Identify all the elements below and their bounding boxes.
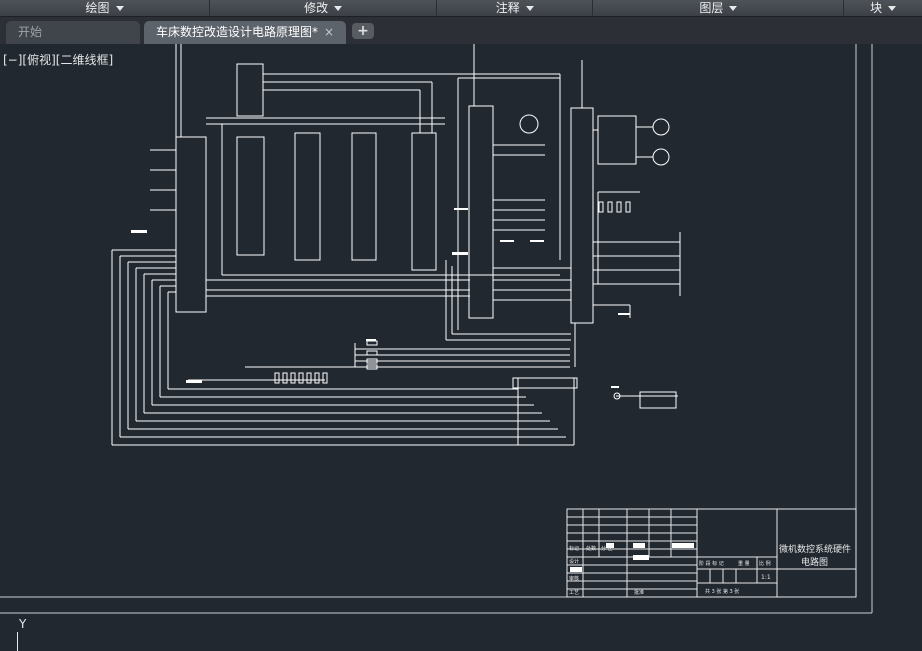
- chevron-down-icon: [115, 5, 124, 11]
- resistor: [625, 201, 631, 213]
- title-block-frame: [566, 508, 857, 598]
- new-tab-button[interactable]: +: [352, 23, 374, 39]
- label-text: 共 3 张 第 3 张: [705, 588, 739, 595]
- pin-label: [500, 240, 514, 242]
- title-text: 微机数控系统硬件: [779, 543, 851, 555]
- ucs-y-axis-label: Y: [19, 617, 27, 631]
- label-text: 工艺: [569, 590, 579, 596]
- label-text: 分 区: [601, 545, 613, 552]
- chevron-down-icon: [888, 5, 897, 11]
- pin-markers: [131, 208, 630, 388]
- title-block-fields: [570, 543, 694, 572]
- ic-memory-4: [411, 132, 437, 271]
- label-text: 重 量: [738, 560, 750, 567]
- label-text: 标记: [569, 545, 579, 552]
- resistor: [306, 372, 312, 384]
- resistor-network: [274, 201, 631, 384]
- label-text: 批准: [634, 589, 644, 596]
- resistor: [298, 372, 304, 384]
- drawing-canvas[interactable]: 微机数控系统硬件 电路图 标记 处数 分 区 设计 审核 工艺 批准 阶 段 标…: [0, 44, 922, 651]
- terminal-symbol: [613, 392, 621, 400]
- label-text: 处数: [586, 545, 596, 552]
- label-text: 设计: [569, 558, 579, 565]
- pin-label: [366, 339, 376, 341]
- resistor: [366, 364, 378, 370]
- menu-bar: 绘图 修改 注释 图层 块: [0, 0, 922, 17]
- resistor: [290, 372, 296, 384]
- menu-block-label: 块: [870, 1, 883, 15]
- resistor: [274, 372, 280, 384]
- resistor: [366, 350, 378, 356]
- menu-block[interactable]: 块: [844, 0, 922, 16]
- menu-draw-label: 绘图: [85, 1, 110, 15]
- title-text: 电路图: [801, 556, 828, 568]
- tab-drawing[interactable]: 车床数控改造设计电路原理图* ×: [144, 21, 346, 44]
- ic-memory-3: [351, 132, 377, 261]
- pin-label: [186, 380, 202, 383]
- file-tab-bar: 开始 车床数控改造设计电路原理图* ×: [0, 17, 922, 44]
- pin-label: [452, 252, 468, 255]
- resistor: [322, 372, 328, 384]
- ic-cpu: [175, 136, 207, 313]
- pin-label: [530, 240, 544, 242]
- resistor: [616, 201, 622, 213]
- label-text: 审核: [569, 575, 579, 582]
- close-icon[interactable]: ×: [323, 25, 334, 39]
- label-text: 1:1: [761, 574, 771, 581]
- menu-annotate[interactable]: 注释: [437, 0, 594, 16]
- diode-pair: [639, 391, 677, 409]
- pin-label: [611, 386, 619, 388]
- menu-modify[interactable]: 修改: [210, 0, 438, 16]
- tab-drawing-label: 车床数控改造设计电路原理图*: [156, 25, 319, 39]
- label-text: 比 例: [759, 560, 771, 567]
- menu-layers-label: 图层: [699, 1, 724, 15]
- ic-memory-1: [236, 136, 265, 256]
- tab-start-label: 开始: [18, 25, 43, 39]
- resistor: [366, 340, 378, 346]
- ic-interface: [570, 107, 594, 324]
- motor-symbol: [519, 114, 539, 134]
- pin-label: [618, 313, 630, 315]
- menu-modify-label: 修改: [304, 1, 329, 15]
- viewport-controls-label[interactable]: [−][俯视][二维线框]: [3, 53, 114, 67]
- chevron-down-icon: [729, 5, 738, 11]
- resistor: [598, 201, 604, 213]
- menu-layers[interactable]: 图层: [593, 0, 845, 16]
- resistor: [314, 372, 320, 384]
- resistor: [607, 201, 613, 213]
- label-text: 阶 段 标 记: [699, 560, 724, 567]
- ic-memory-2: [294, 132, 321, 261]
- menu-draw[interactable]: 绘图: [0, 0, 211, 16]
- chevron-down-icon: [334, 5, 343, 11]
- menu-annotate-label: 注释: [495, 1, 520, 15]
- ucs-axis-icon: [17, 632, 18, 651]
- tab-start[interactable]: 开始: [6, 21, 140, 44]
- motor-symbol: [652, 148, 670, 166]
- resistor: [282, 372, 288, 384]
- resistor: [366, 358, 378, 364]
- ic-latch: [236, 63, 264, 117]
- ic-decoder: [468, 105, 494, 319]
- pin-label: [131, 230, 147, 233]
- title-block: [566, 508, 857, 598]
- pin-label: [454, 208, 468, 210]
- connector: [512, 377, 578, 389]
- chevron-down-icon: [525, 5, 534, 11]
- motor-symbol: [652, 118, 670, 136]
- relay-block: [597, 115, 637, 165]
- circuit-schematic: [111, 44, 681, 446]
